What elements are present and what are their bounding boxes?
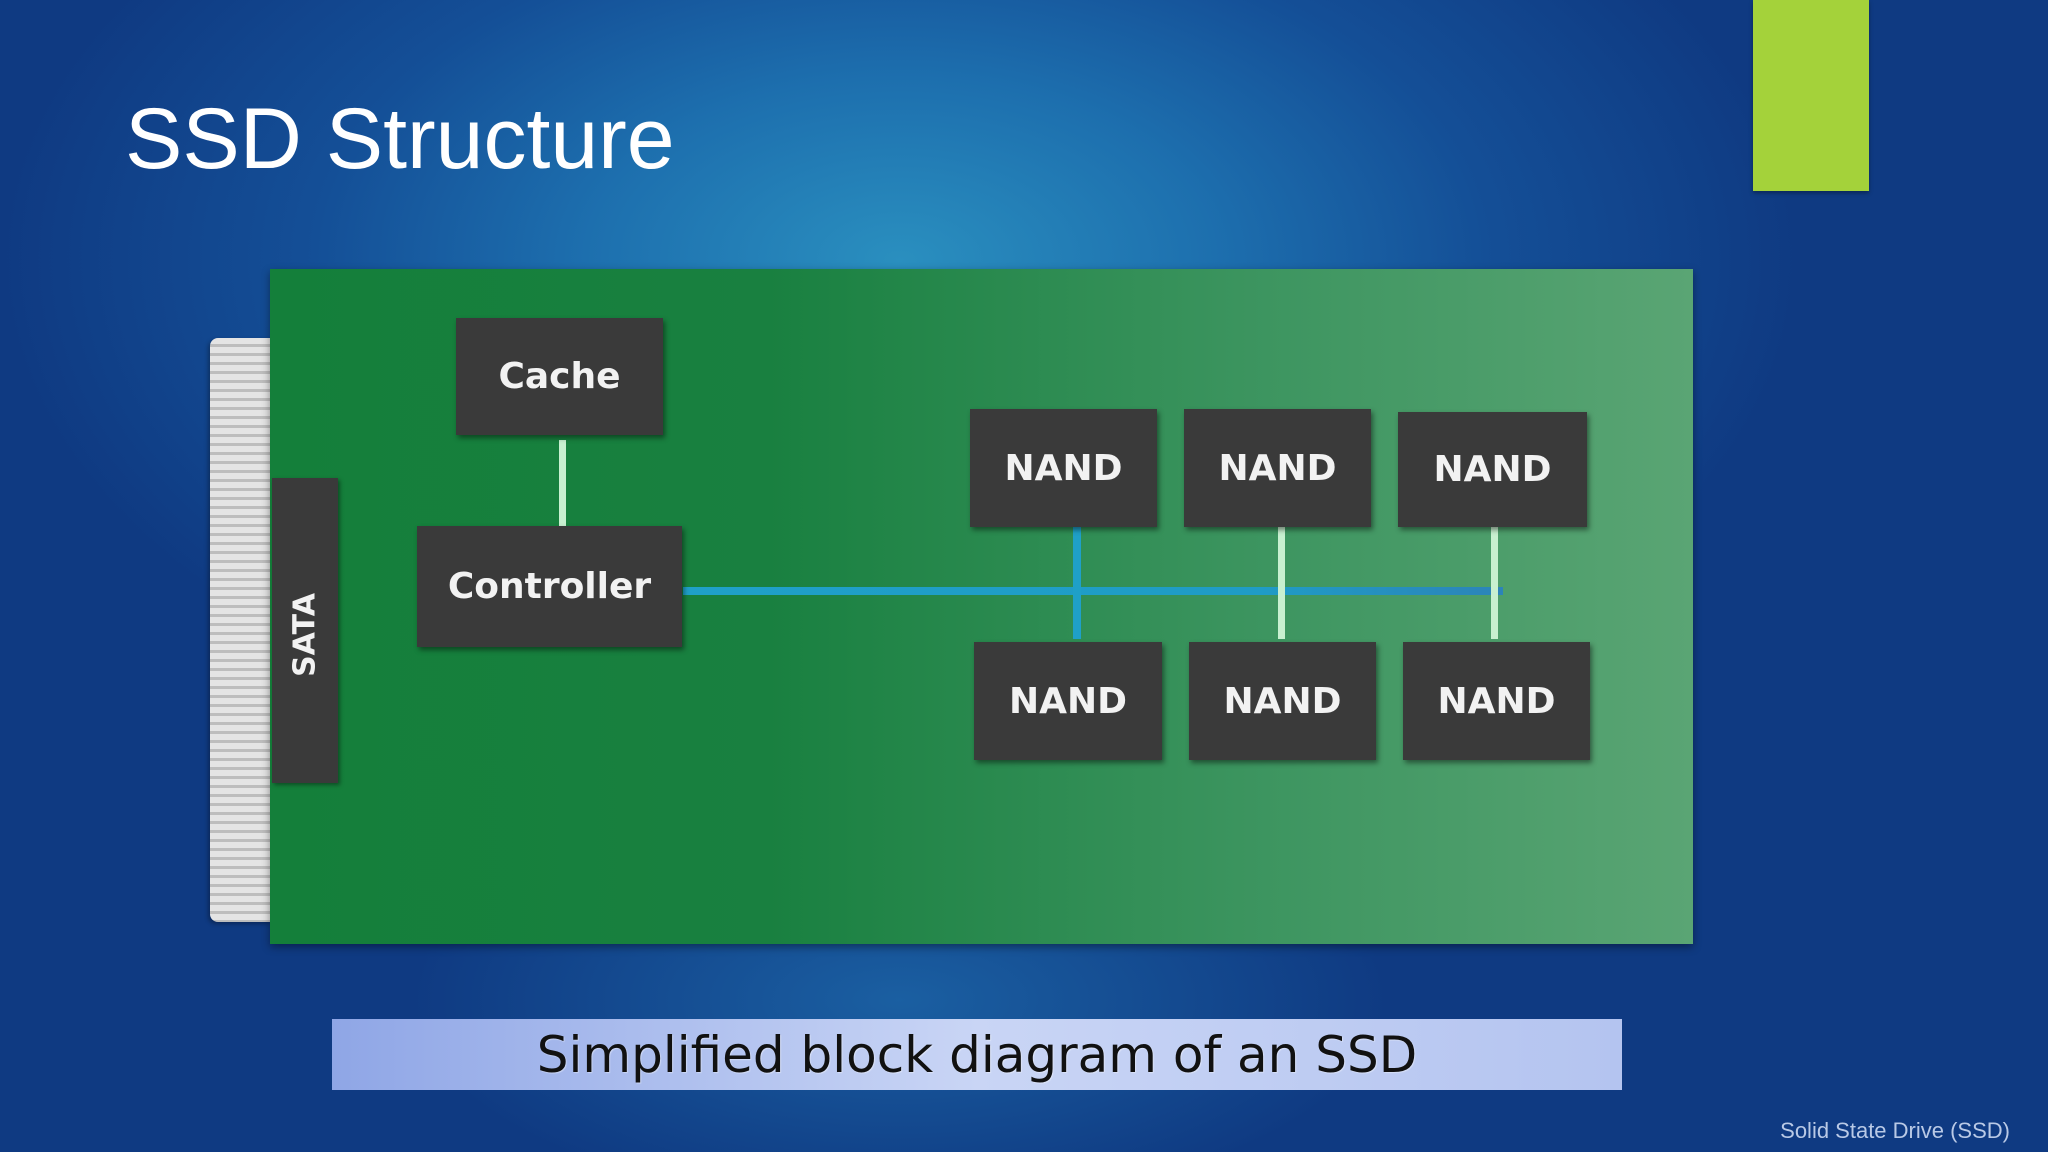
sata-interface-block (272, 478, 338, 783)
diagram-caption-box: Simplified block diagram of an SSD (332, 1019, 1622, 1090)
nand-chip: NAND (974, 642, 1162, 760)
nand-chip: NAND (1403, 642, 1590, 760)
nand-chip: NAND (1189, 642, 1376, 760)
sata-connector-pins (210, 338, 272, 922)
nand-link-col1 (1073, 527, 1081, 639)
nand-chip: NAND (970, 409, 1157, 527)
slide-title: SSD Structure (125, 91, 675, 187)
cache-chip: Cache (456, 318, 663, 435)
nand-link-col2 (1278, 527, 1285, 639)
nand-link-col3 (1491, 527, 1498, 639)
slide-footer: Solid State Drive (SSD) (1780, 1118, 2010, 1143)
controller-bus (683, 587, 1503, 595)
controller-chip: Controller (417, 526, 682, 647)
sata-label: SATA (287, 593, 323, 677)
accent-bar (1753, 0, 1869, 191)
nand-chip: NAND (1398, 412, 1587, 527)
nand-chip: NAND (1184, 409, 1371, 527)
diagram-caption: Simplified block diagram of an SSD (536, 1025, 1418, 1084)
cache-controller-link (559, 440, 566, 528)
